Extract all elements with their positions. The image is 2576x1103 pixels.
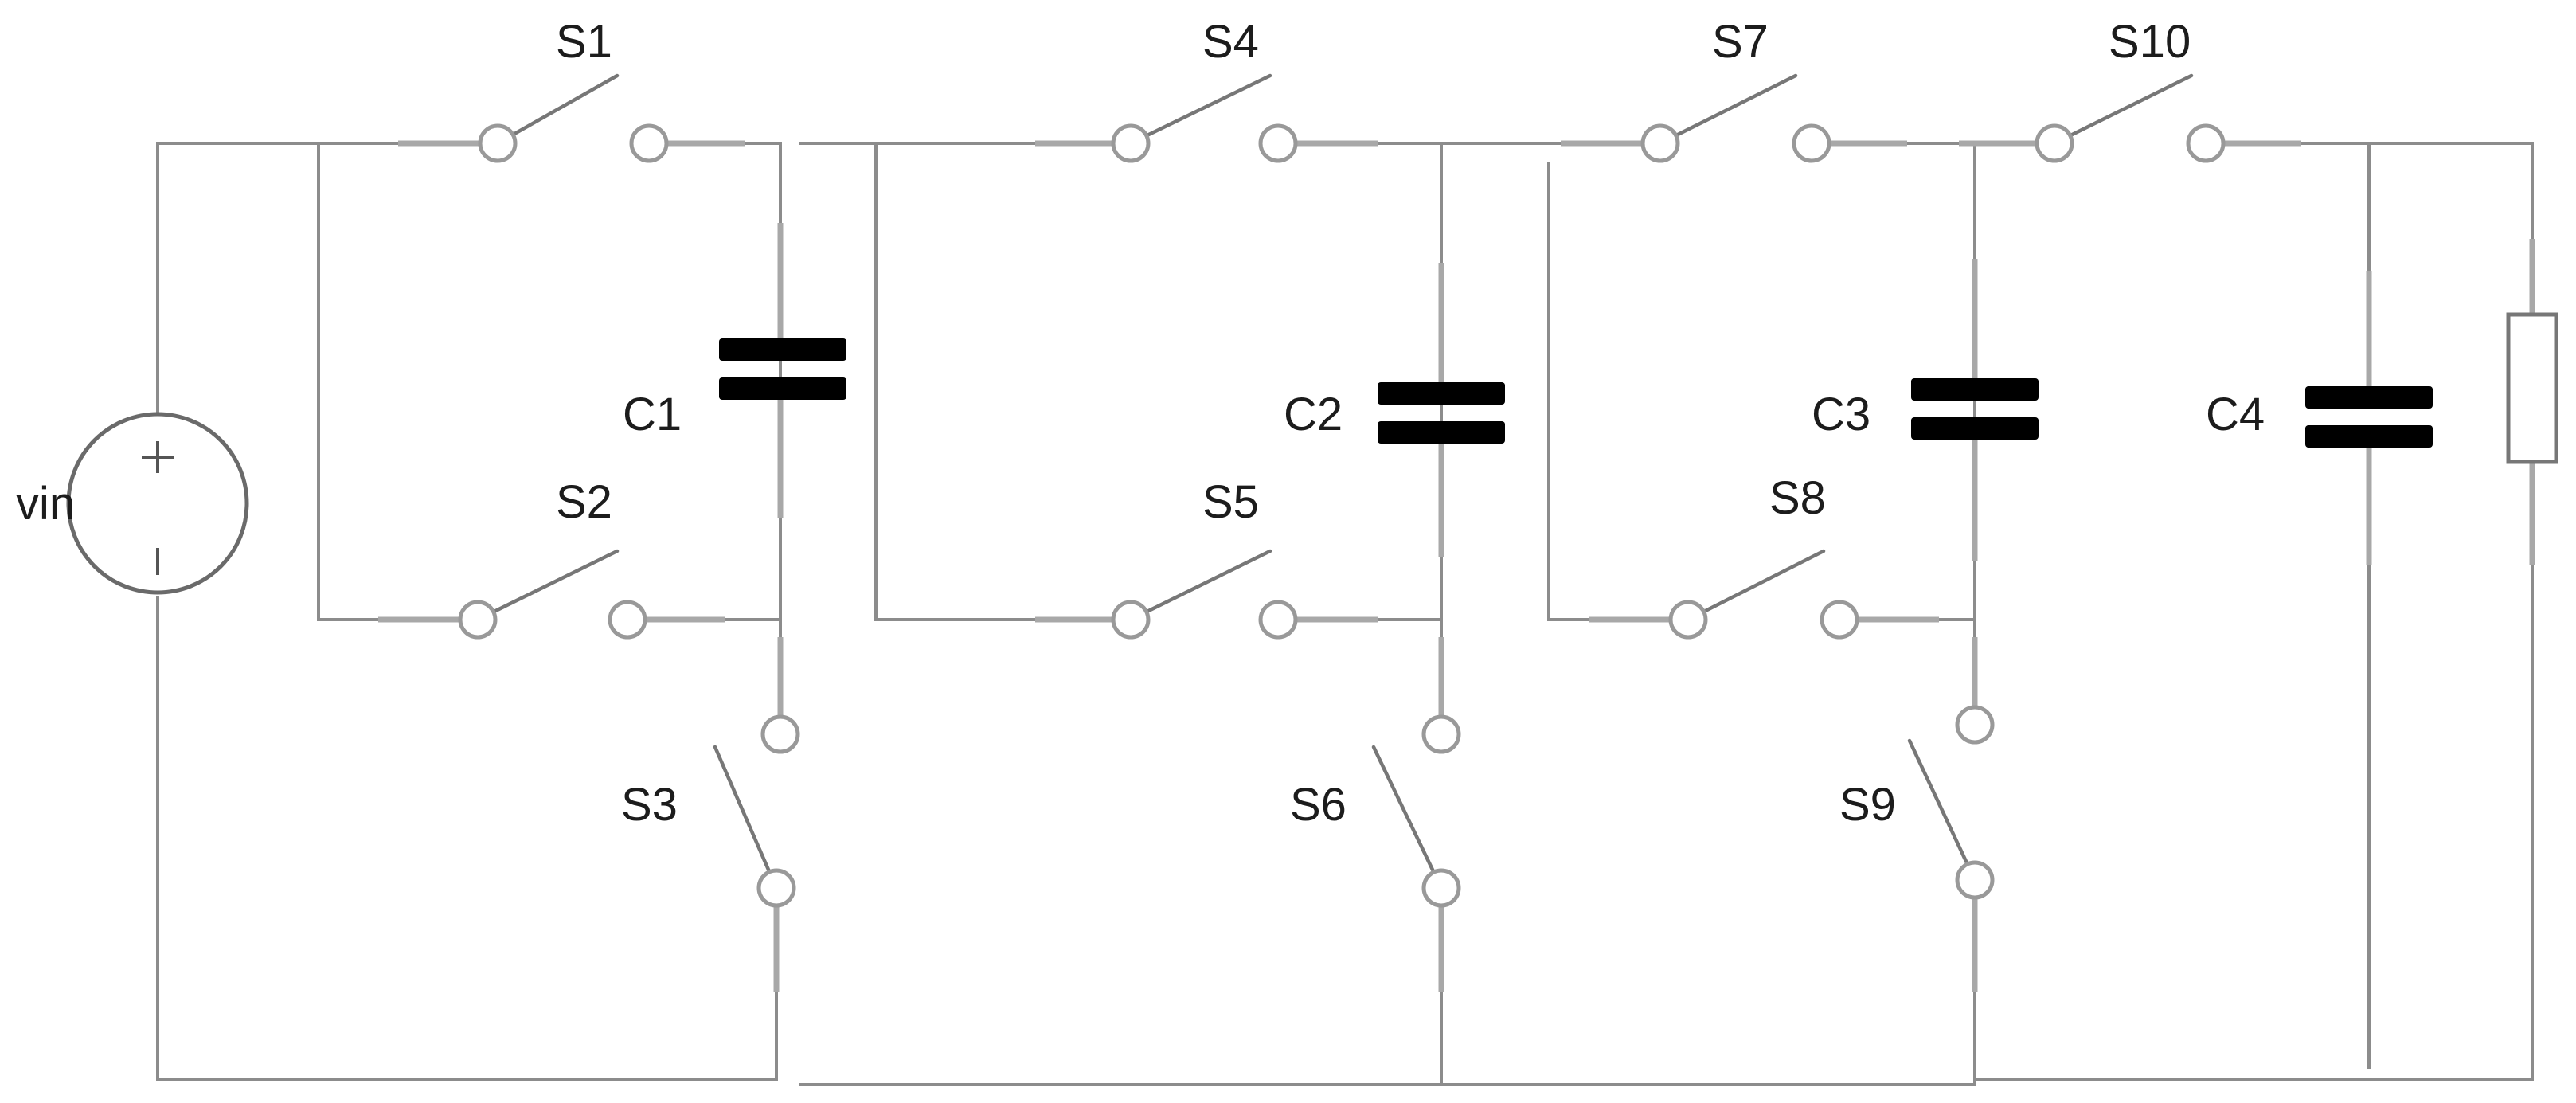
label-s9: S9 bbox=[1839, 779, 1896, 831]
label-c3: C3 bbox=[1812, 389, 1870, 440]
switch-s7 bbox=[1561, 73, 1907, 163]
switch-s8 bbox=[1589, 549, 1939, 640]
label-s10: S10 bbox=[2109, 16, 2191, 68]
label-s4: S4 bbox=[1202, 16, 1259, 68]
label-s1: S1 bbox=[556, 16, 612, 68]
label-s7: S7 bbox=[1712, 16, 1769, 68]
capacitor-c2 bbox=[1378, 263, 1505, 557]
label-c4: C4 bbox=[2206, 389, 2265, 440]
stage3-wires bbox=[1563, 142, 1976, 1086]
switch-s1 bbox=[398, 73, 745, 163]
source-wires bbox=[156, 142, 778, 1081]
label-s2: S2 bbox=[556, 476, 612, 528]
source-label: vin bbox=[16, 478, 75, 530]
capacitor-c4 bbox=[2305, 271, 2433, 565]
capacitor-c3 bbox=[1911, 259, 2039, 561]
voltage-source: vin bbox=[16, 412, 249, 595]
labels: S1 S2 S3 S4 S5 S6 S7 S8 S9 S10 C1 C2 C3 … bbox=[556, 16, 2265, 831]
switch-s10 bbox=[1959, 73, 2301, 163]
label-c2: C2 bbox=[1284, 389, 1343, 440]
label-s3: S3 bbox=[621, 779, 678, 831]
label-s8: S8 bbox=[1769, 472, 1826, 524]
switch-s5 bbox=[1035, 549, 1378, 640]
switch-s6 bbox=[1371, 637, 1461, 992]
label-s6: S6 bbox=[1290, 779, 1347, 831]
label-s5: S5 bbox=[1202, 476, 1259, 528]
label-c1: C1 bbox=[623, 389, 682, 440]
capacitor-c1 bbox=[719, 223, 846, 518]
switch-s3 bbox=[713, 637, 800, 992]
switch-s9 bbox=[1907, 637, 1995, 992]
load-resistor bbox=[2506, 239, 2558, 565]
stage2-wires bbox=[799, 142, 1976, 1086]
switch-s2 bbox=[378, 549, 725, 640]
output-wires bbox=[1957, 142, 2534, 1081]
switch-s4 bbox=[1035, 73, 1378, 163]
